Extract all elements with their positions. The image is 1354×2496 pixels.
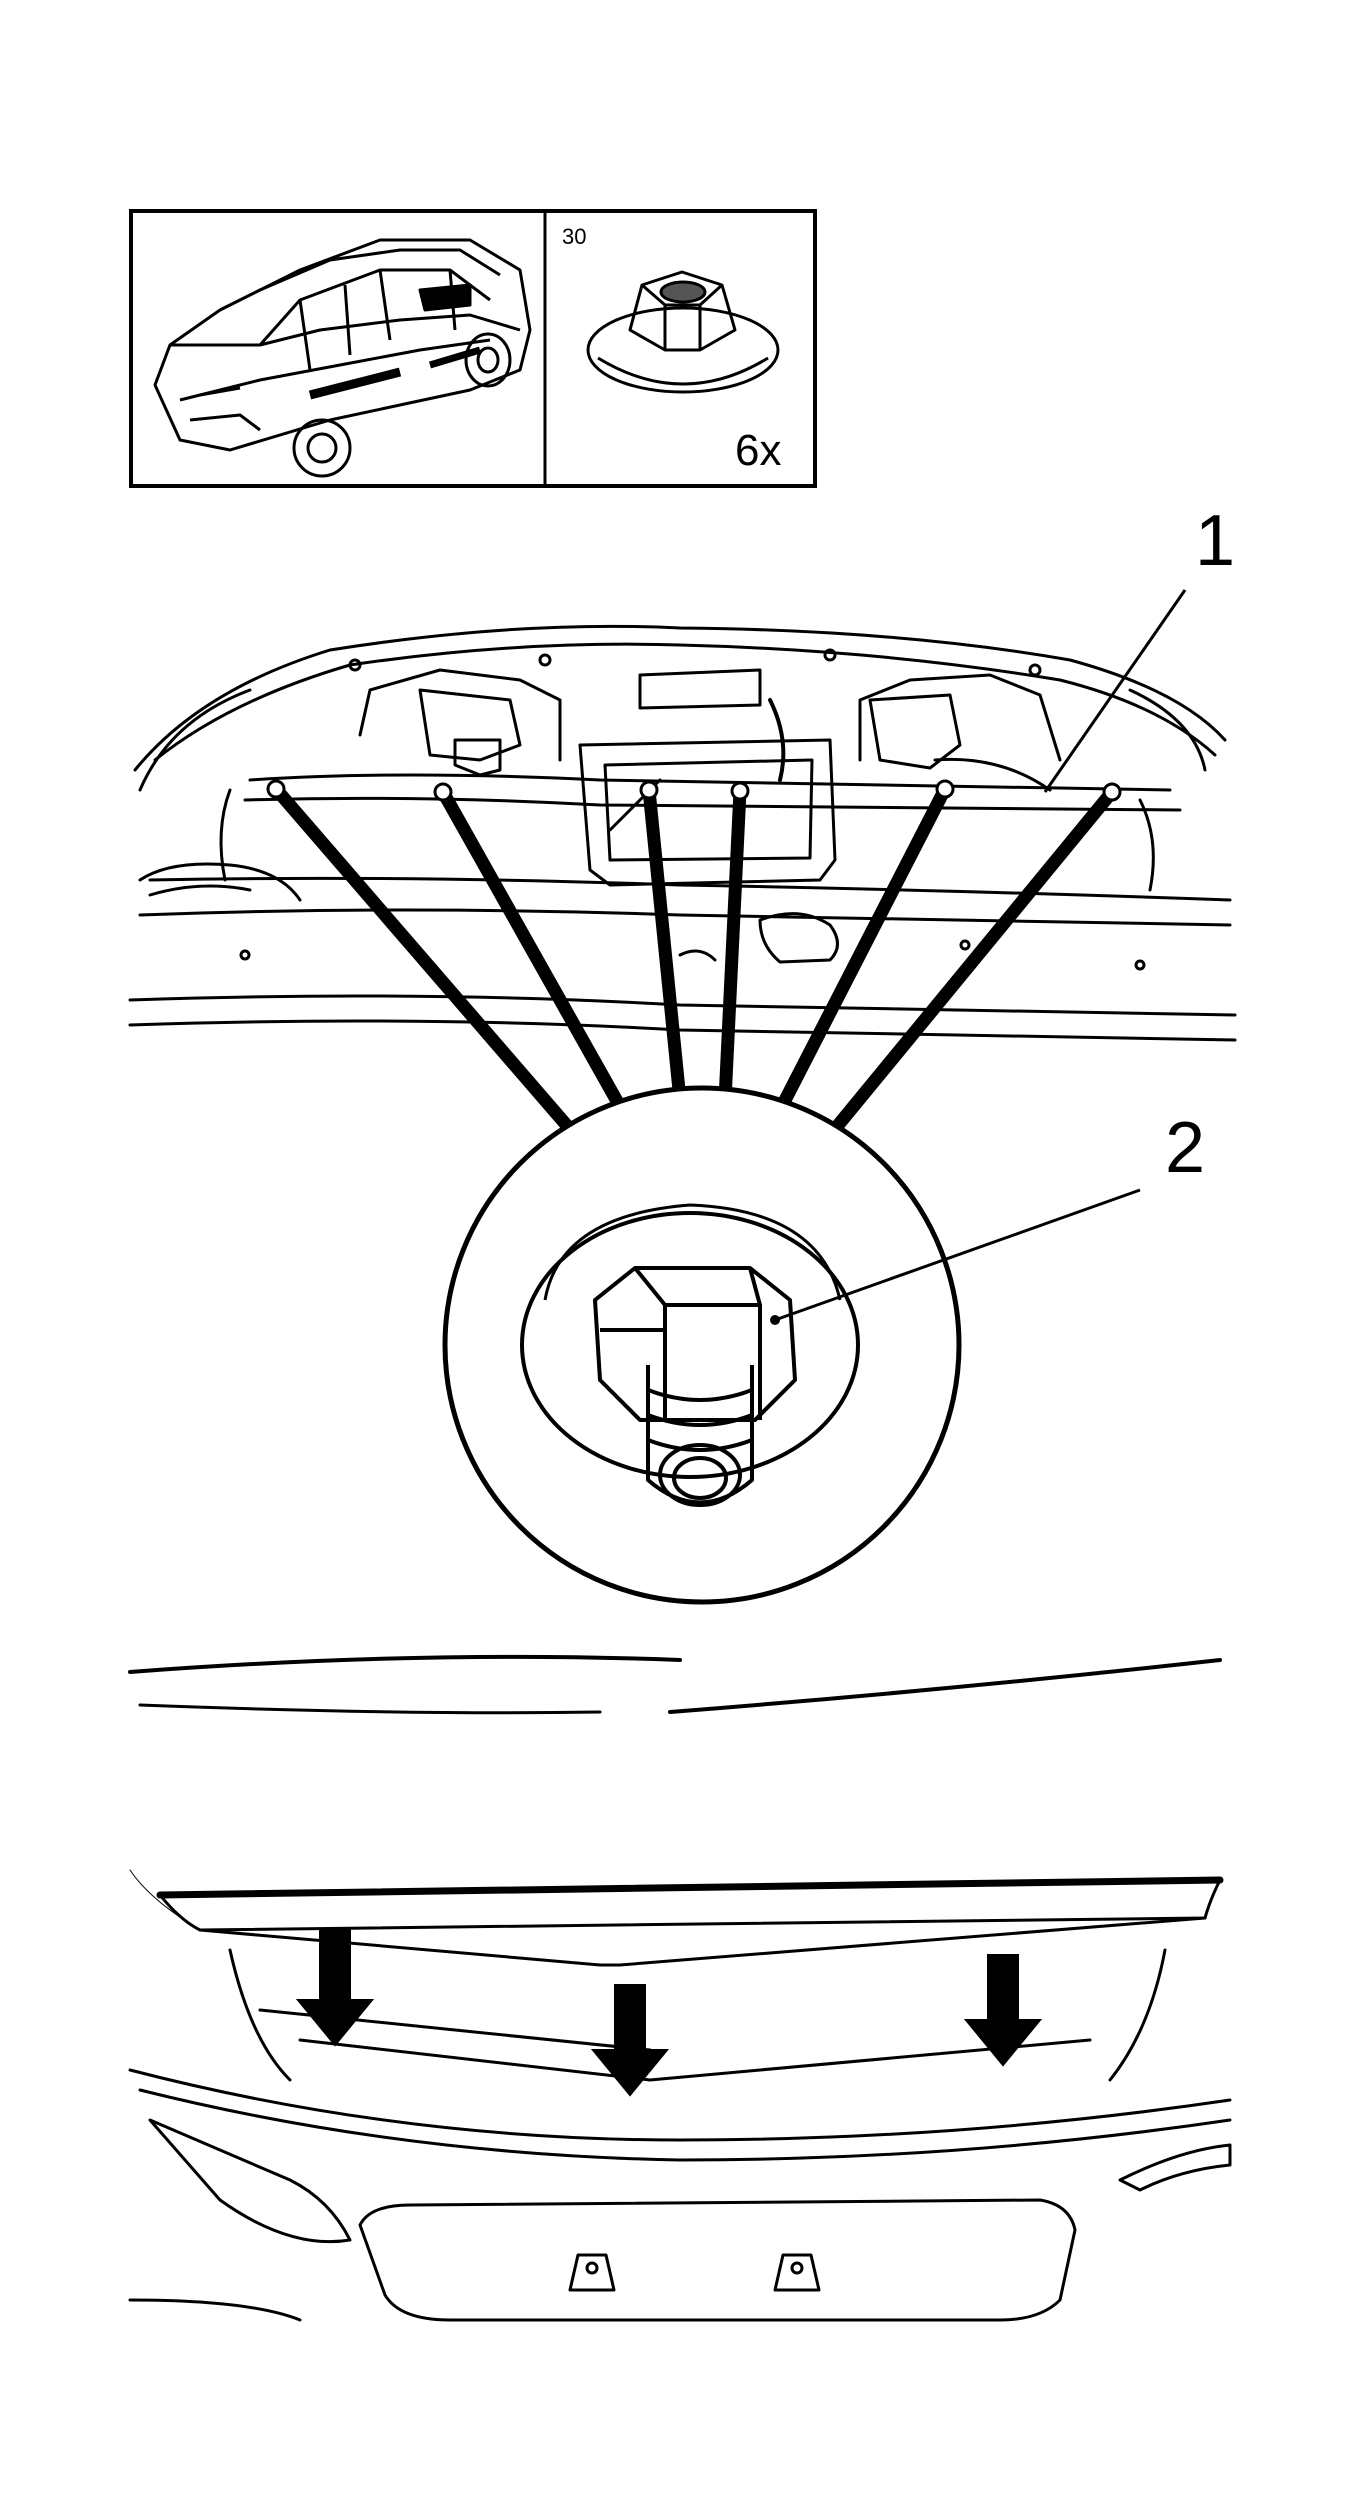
car-body-location-icon — [153, 238, 532, 478]
header-box: 30 6x — [129, 209, 817, 488]
part-ref-number: 30 — [562, 224, 586, 249]
callout-2: 2 — [770, 1108, 1205, 1325]
rear-body-panel — [128, 624, 1237, 1042]
hex-nut — [593, 1266, 797, 1422]
threaded-stud — [646, 1365, 754, 1507]
callout-1: 1 — [1043, 501, 1235, 793]
quantity-label: 6x — [735, 426, 781, 475]
bumper-view — [128, 1654, 1232, 2322]
stud-detail — [442, 1085, 962, 1605]
stud-lines — [269, 782, 1119, 1142]
callout-2-label: 2 — [1165, 1108, 1205, 1188]
push-down-arrow-icon — [295, 1929, 1043, 2097]
flange-nut-icon — [586, 270, 780, 394]
stud-points — [266, 779, 1122, 802]
callout-1-label: 1 — [1195, 501, 1235, 581]
